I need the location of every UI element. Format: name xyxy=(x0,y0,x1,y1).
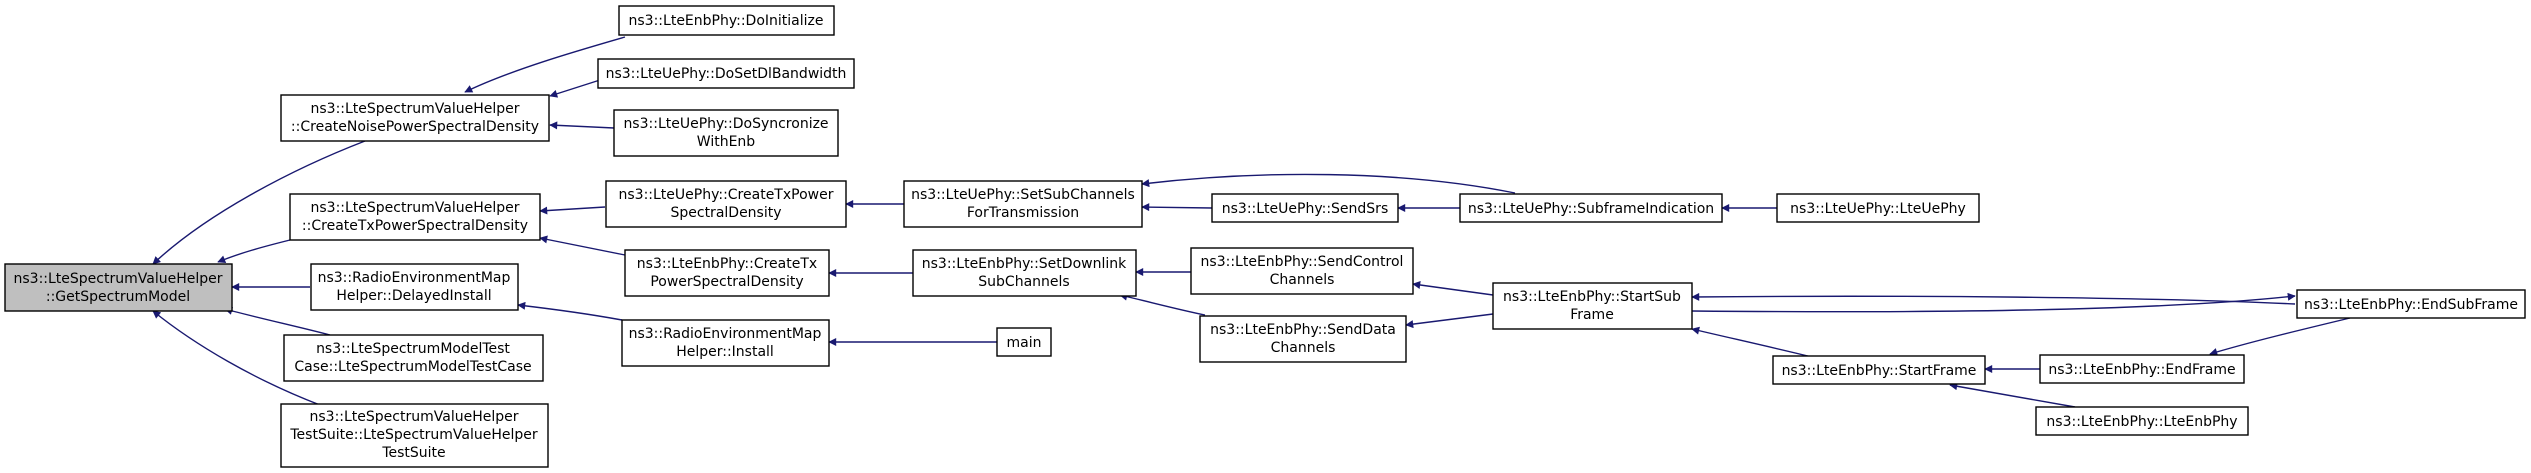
node-enbphy-startframe[interactable]: ns3::LteEnbPhy::StartFrame xyxy=(1772,355,1986,385)
edge-enbtxpsd-to-txpsd xyxy=(539,235,626,256)
edge-noise-to-root xyxy=(152,140,366,265)
node-enbphy-startsubframe[interactable]: ns3::LteEnbPhy::StartSub Frame xyxy=(1492,282,1693,330)
node-label-line: ::GetSpectrumModel xyxy=(46,289,190,305)
edge-uedlbw-to-noise xyxy=(549,79,601,98)
node-label-line: ns3::LteSpectrumValueHelper xyxy=(14,271,223,287)
node-label-line: ::CreateNoisePowerSpectralDensity xyxy=(291,119,539,135)
node-label-line: PowerSpectralDensity xyxy=(650,274,803,290)
node-label-line: Helper::Install xyxy=(676,344,774,360)
node-label-line: ns3::LteEnbPhy::SendControl xyxy=(1201,254,1404,270)
node-label-line: ns3::LteSpectrumValueHelper xyxy=(311,200,520,216)
node-label-line: ns3::LteUePhy::SubframeIndication xyxy=(1468,201,1714,217)
edge-txpsd-to-root xyxy=(217,239,291,263)
node-label-line: ns3::LteSpectrumModelTest xyxy=(316,341,510,357)
node-label-line: TestSuite xyxy=(381,445,445,461)
node-label-line: WithEnb xyxy=(697,134,756,150)
node-label-line: ns3::LteEnbPhy::SetDownlink xyxy=(922,256,1127,272)
node-label-line: ns3::LteEnbPhy::StartFrame xyxy=(1782,363,1977,379)
node-label-line: ns3::LteUePhy::SendSrs xyxy=(1222,201,1388,217)
edge-enbctor-to-enbstartframe xyxy=(1949,382,2076,408)
node-label-line: ns3::LteEnbPhy::EndSubFrame xyxy=(2304,297,2518,313)
node-uephy-setsubchannels[interactable]: ns3::LteUePhy::SetSubChannels ForTransmi… xyxy=(903,180,1143,228)
node-label-line: ForTransmission xyxy=(967,205,1079,221)
node-label-line: ns3::LteSpectrumValueHelper xyxy=(310,409,519,425)
node-enbphy-endsubframe[interactable]: ns3::LteEnbPhy::EndSubFrame xyxy=(2296,289,2526,319)
node-label-line: SpectralDensity xyxy=(670,205,781,221)
edge-uesubind-to-uesetsub xyxy=(1141,173,1516,194)
edge-valuesuite-to-root xyxy=(152,310,321,406)
node-label-line: ::CreateTxPowerSpectralDensity xyxy=(302,218,528,234)
edge-modeltest-to-root xyxy=(224,307,331,336)
node-label-line: ns3::LteUePhy::CreateTxPower xyxy=(619,187,834,203)
node-label-line: ns3::LteEnbPhy::StartSub xyxy=(1503,289,1681,305)
edge-enbendsub-to-enbendframe xyxy=(2209,317,2351,356)
node-uephy-dosyncronizewithenb[interactable]: ns3::LteUePhy::DoSyncronize WithEnb xyxy=(613,109,839,157)
node-enbphy-setdownlinksubchannels[interactable]: ns3::LteEnbPhy::SetDownlink SubChannels xyxy=(912,249,1137,297)
edge-enbstartsub-to-enbdata xyxy=(1405,313,1494,329)
edge-uetxpsd-to-txpsd xyxy=(539,206,606,215)
node-get-spectrum-model[interactable]: ns3::LteSpectrumValueHelper ::GetSpectru… xyxy=(4,263,233,312)
node-label-line: ns3::LteUePhy::DoSetDlBandwidth xyxy=(606,66,847,82)
edge-enbdata-to-enbsetdl xyxy=(1119,292,1206,316)
node-rem-install[interactable]: ns3::RadioEnvironmentMap Helper::Install xyxy=(621,319,830,367)
edge-enbinit-to-noise xyxy=(464,36,626,93)
node-enbphy-senddatachannels[interactable]: ns3::LteEnbPhy::SendData Channels xyxy=(1199,315,1407,363)
edge-reminstall-to-delayed xyxy=(517,301,623,321)
edge-enbstartsub-to-enbctrl xyxy=(1412,281,1494,296)
node-uephy-createtxpsd[interactable]: ns3::LteUePhy::CreateTxPower SpectralDen… xyxy=(605,180,847,228)
node-label-line: ns3::LteEnbPhy::CreateTx xyxy=(637,256,817,272)
node-main[interactable]: main xyxy=(996,327,1052,357)
node-uephy-sendsrs[interactable]: ns3::LteUePhy::SendSrs xyxy=(1211,193,1399,223)
node-spectrum-value-testsuite[interactable]: ns3::LteSpectrumValueHelper TestSuite::L… xyxy=(280,403,549,468)
node-create-noise-psd[interactable]: ns3::LteSpectrumValueHelper ::CreateNois… xyxy=(280,94,550,142)
node-uephy-ctor[interactable]: ns3::LteUePhy::LteUePhy xyxy=(1776,193,1980,223)
node-label-line: ns3::LteEnbPhy::LteEnbPhy xyxy=(2046,414,2237,430)
node-enbphy-doinitialize[interactable]: ns3::LteEnbPhy::DoInitialize xyxy=(618,5,835,36)
node-enbphy-sendcontrolchannels[interactable]: ns3::LteEnbPhy::SendControl Channels xyxy=(1190,247,1414,295)
edge-uesrs-to-uesetsub xyxy=(1141,203,1213,212)
node-uephy-dosetdlbandwidth[interactable]: ns3::LteUePhy::DoSetDlBandwidth xyxy=(597,58,855,89)
edge-enbstartsub-to-enbendsub xyxy=(1691,292,2296,313)
node-label-line: ns3::RadioEnvironmentMap xyxy=(318,270,511,286)
node-label-line: Case::LteSpectrumModelTestCase xyxy=(294,359,531,375)
node-label-line: ns3::LteUePhy::LteUePhy xyxy=(1790,201,1966,217)
node-label-line: Channels xyxy=(1270,272,1335,288)
node-label-line: ns3::LteEnbPhy::EndFrame xyxy=(2048,362,2235,378)
node-label-line: Channels xyxy=(1271,340,1336,356)
node-label-line: main xyxy=(1007,335,1042,351)
node-label-line: ns3::LteEnbPhy::SendData xyxy=(1210,322,1396,338)
node-label-line: ns3::LteEnbPhy::DoInitialize xyxy=(629,13,824,29)
edge-uesync-to-noise xyxy=(549,121,615,130)
edges xyxy=(152,36,2351,408)
node-label-line: ns3::LteUePhy::SetSubChannels xyxy=(911,187,1135,203)
node-label-line: Helper::DelayedInstall xyxy=(336,288,491,304)
edge-enbstartframe-to-enbstartsub xyxy=(1691,326,1821,360)
node-label-line: ns3::LteUePhy::DoSyncronize xyxy=(623,116,828,132)
node-label-line: ns3::RadioEnvironmentMap xyxy=(629,326,822,342)
node-enbphy-endframe[interactable]: ns3::LteEnbPhy::EndFrame xyxy=(2039,354,2245,384)
node-label-line: TestSuite::LteSpectrumValueHelper xyxy=(289,427,537,443)
node-label-line: SubChannels xyxy=(978,274,1069,290)
node-uephy-subframeindication[interactable]: ns3::LteUePhy::SubframeIndication xyxy=(1459,193,1723,223)
node-label-line: ns3::LteSpectrumValueHelper xyxy=(311,101,520,117)
node-rem-delayed-install[interactable]: ns3::RadioEnvironmentMap Helper::Delayed… xyxy=(310,263,519,311)
node-enbphy-ctor[interactable]: ns3::LteEnbPhy::LteEnbPhy xyxy=(2035,406,2249,436)
node-label-line: Frame xyxy=(1570,307,1614,323)
node-spectrum-model-testcase[interactable]: ns3::LteSpectrumModelTest Case::LteSpect… xyxy=(283,334,544,382)
node-enbphy-createtxpsd[interactable]: ns3::LteEnbPhy::CreateTx PowerSpectralDe… xyxy=(624,249,830,297)
node-create-tx-psd[interactable]: ns3::LteSpectrumValueHelper ::CreateTxPo… xyxy=(289,193,541,241)
